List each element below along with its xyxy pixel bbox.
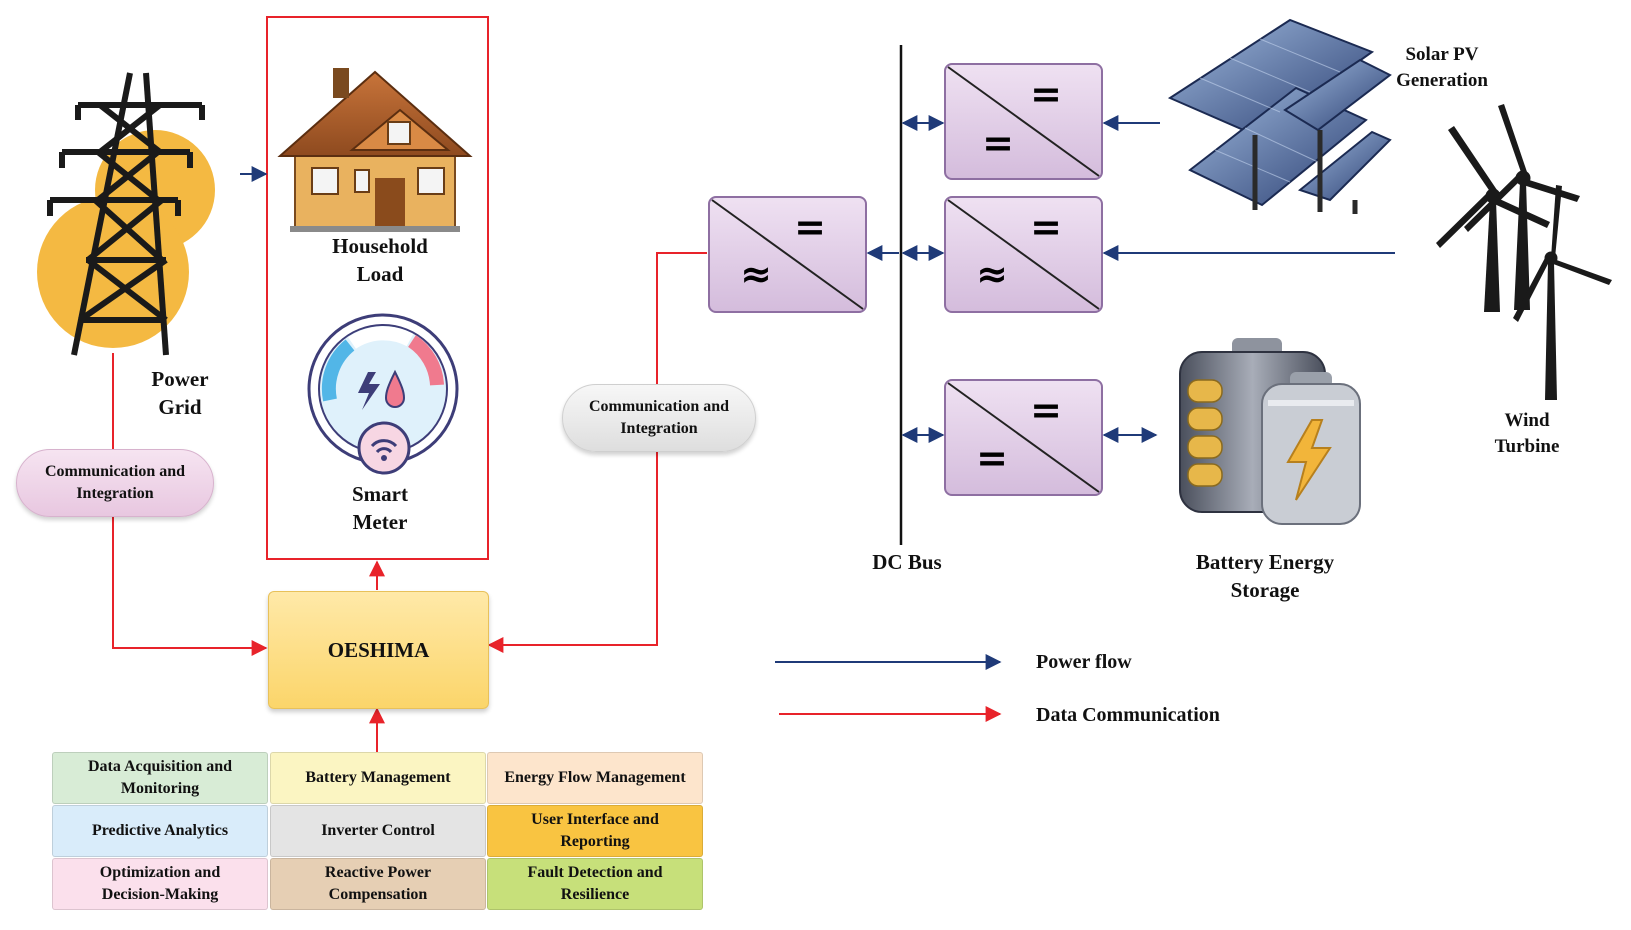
oeshima-box: OESHIMA <box>268 591 489 709</box>
module-item: Fault Detection and Resilience <box>487 858 703 910</box>
battery-icon <box>1179 338 1361 525</box>
converter-dc-dc-battery: = = <box>944 379 1103 496</box>
module-item: Data Acquisition and Monitoring <box>52 752 268 804</box>
power-grid-icon <box>37 72 215 356</box>
converter-dc-dc-battery-bottom: = <box>976 436 1008 480</box>
solar-pv-label: Solar PV Generation <box>1396 44 1488 91</box>
smart-meter-icon <box>307 313 459 475</box>
module-item: User Interface and Reporting <box>487 805 703 857</box>
wind-turbine-label: Wind Turbine <box>1494 410 1560 457</box>
converter-ac-dc-main: = ≈ <box>708 196 867 313</box>
legend-data-communication: Data Communication <box>1036 704 1220 726</box>
wind-turbine-icon <box>1436 104 1612 400</box>
house-icon <box>277 68 473 232</box>
power-flow-arrows <box>240 115 1395 443</box>
converter-ac-dc-wind-top: = <box>1030 205 1062 249</box>
module-item: Battery Management <box>270 752 486 804</box>
module-item: Inverter Control <box>270 805 486 857</box>
module-item: Optimization and Decision-Making <box>52 858 268 910</box>
battery-storage-label: Battery Energy Storage <box>1195 550 1335 603</box>
converter-ac-dc-main-bottom: ≈ <box>740 252 772 296</box>
power-grid-label: Power Grid <box>151 367 209 420</box>
household-load-label: Household Load <box>332 234 428 287</box>
module-item: Energy Flow Management <box>487 752 703 804</box>
dc-bus-label: DC Bus <box>872 550 942 574</box>
communication-integration-middle: Communication and Integration <box>562 384 756 452</box>
converter-dc-dc-solar-top: = <box>1030 72 1062 116</box>
converter-dc-dc-battery-top: = <box>1030 388 1062 432</box>
household-box <box>266 16 489 560</box>
smart-meter-label: Smart Meter <box>352 482 408 535</box>
converter-ac-dc-main-top: = <box>794 205 826 249</box>
converter-ac-dc-wind-bottom: ≈ <box>976 252 1008 296</box>
converter-ac-dc-wind: = ≈ <box>944 196 1103 313</box>
converter-dc-dc-solar-bottom: = <box>982 121 1014 165</box>
module-item: Reactive Power Compensation <box>270 858 486 910</box>
converter-dc-dc-solar: = = <box>944 63 1103 180</box>
solar-panel-icon <box>1167 18 1392 214</box>
module-item: Predictive Analytics <box>52 805 268 857</box>
communication-integration-left: Communication and Integration <box>16 449 214 517</box>
legend-power-flow: Power flow <box>1036 651 1132 673</box>
